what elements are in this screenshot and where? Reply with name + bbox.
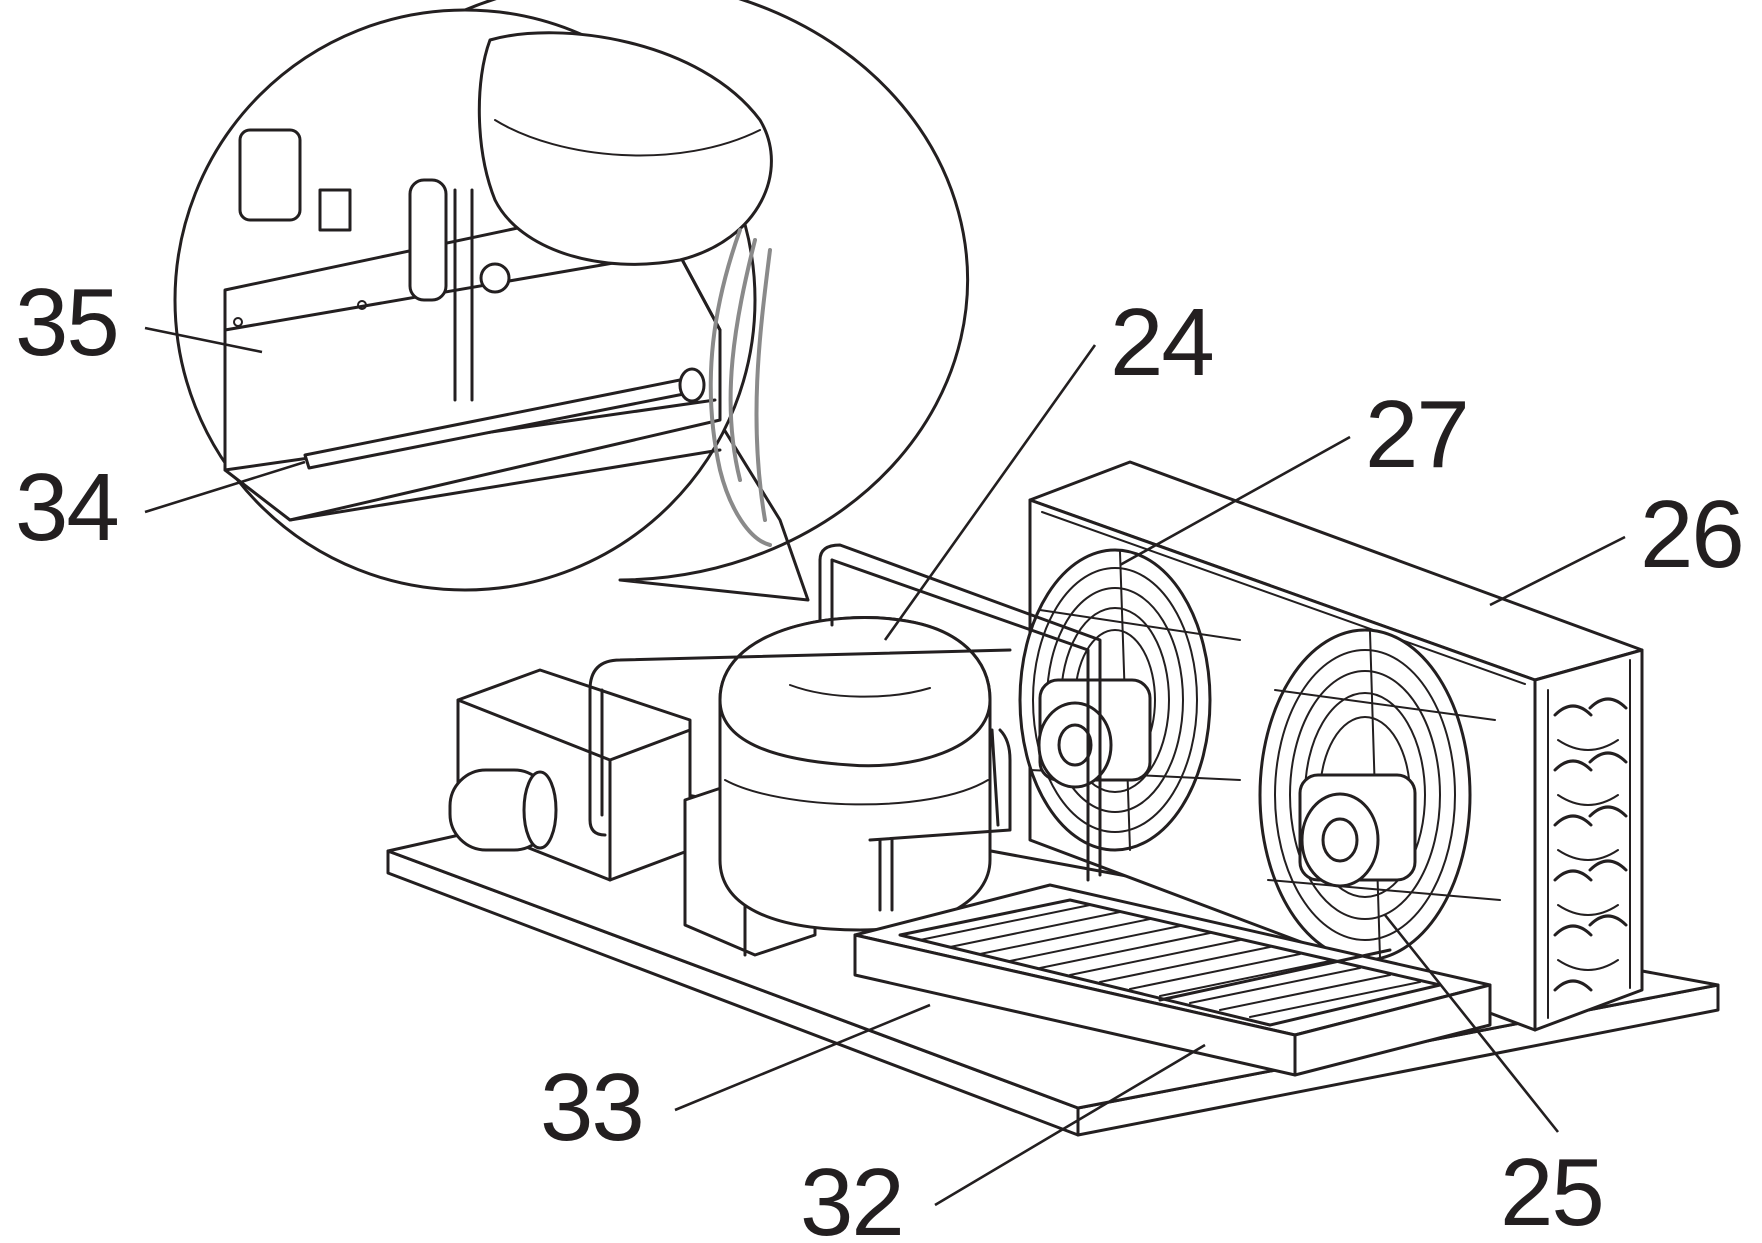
callout-24: 24 [1110,289,1213,396]
callout-34: 34 [15,454,118,561]
callout-27: 27 [1365,381,1468,488]
leader-lines [144,326,1626,1207]
detail-interior [223,31,773,547]
capacitor-cylinder [448,768,558,852]
evaporator-fins [898,898,1442,1027]
detail-magnifier [173,0,970,602]
callout-33: 33 [540,1054,643,1161]
refrigerant-tubing [588,543,1102,912]
callout-25: 25 [1500,1139,1603,1243]
callout-26: 26 [1640,481,1743,588]
compressor [718,616,992,932]
callout-32: 32 [800,1149,903,1243]
fan-motor-right [1298,773,1417,888]
fan-motor-left [1037,678,1152,789]
callout-35: 35 [15,269,118,376]
condenser-coil-bends [1553,697,1628,992]
